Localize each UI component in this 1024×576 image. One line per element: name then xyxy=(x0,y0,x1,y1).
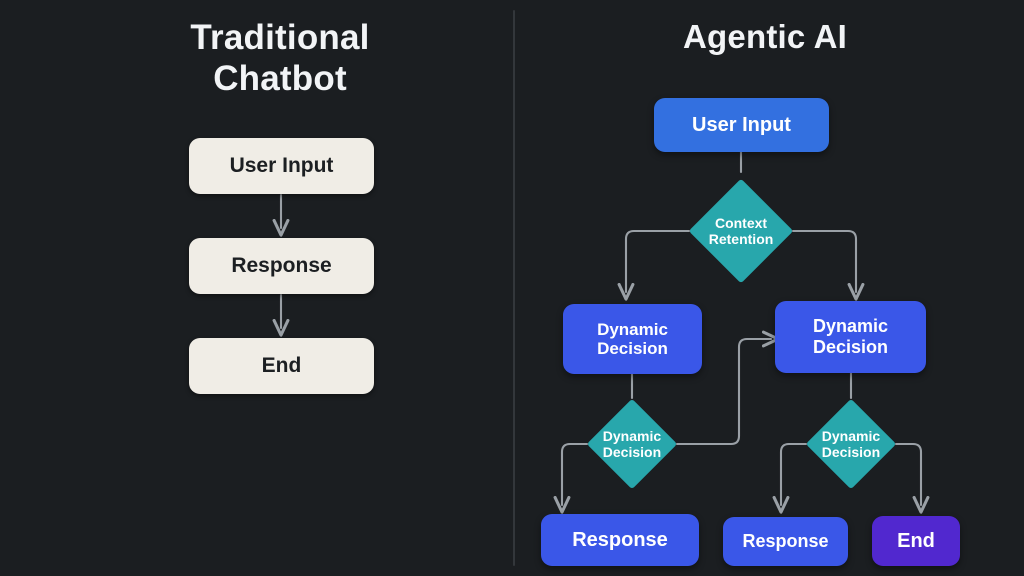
edge-r-dyndial-response1 xyxy=(562,442,589,505)
node-label-line1: Context xyxy=(714,214,768,231)
edge-r-context-dynboxr xyxy=(791,229,856,292)
edge-r-context-dynboxl xyxy=(626,229,691,292)
right-panel-title: Agentic AI xyxy=(683,18,847,55)
node-label: End xyxy=(261,354,302,378)
node-end-traditional[interactable]: End xyxy=(189,338,374,394)
node-label: Context Retention xyxy=(709,215,774,247)
node-label: Response xyxy=(742,531,829,552)
node-label-line2: Decision xyxy=(812,337,889,357)
node-response-agentic-2[interactable]: Response xyxy=(723,517,848,566)
node-label-line1: Dynamic xyxy=(812,316,889,337)
node-dynamic-decision-box-right[interactable]: Dynamic Decision xyxy=(775,301,926,373)
node-label: User Input xyxy=(692,113,791,136)
left-panel-title-line1: Traditional xyxy=(190,18,370,57)
node-label: Dynamic Decision xyxy=(822,428,880,460)
node-dynamic-decision-box-left[interactable]: Dynamic Decision xyxy=(563,304,702,374)
node-label-line1: Dynamic xyxy=(821,427,881,444)
node-context-retention[interactable]: Context Retention xyxy=(688,178,794,284)
edge-r-dyndiar-end xyxy=(894,442,921,505)
node-dynamic-decision-diamond-right[interactable]: Dynamic Decision xyxy=(805,398,897,490)
node-label-line1: Dynamic xyxy=(602,427,662,444)
node-label: Dynamic Decision xyxy=(603,428,661,460)
left-panel-title: Traditional Chatbot xyxy=(60,17,500,100)
edge-r-dyndiar-response2 xyxy=(781,442,808,505)
node-label-line2: Retention xyxy=(708,231,774,247)
node-label: Response xyxy=(572,528,668,551)
node-response-agentic-1[interactable]: Response xyxy=(541,514,699,566)
node-end-agentic[interactable]: End xyxy=(872,516,960,566)
node-label-line2: Decision xyxy=(821,443,881,460)
node-label-line2: Decision xyxy=(597,339,668,358)
left-panel-title-line2: Chatbot xyxy=(213,59,347,99)
node-label: User Input xyxy=(229,154,334,178)
node-label: End xyxy=(897,529,935,552)
node-label-line1: Dynamic xyxy=(597,319,668,339)
panel-divider xyxy=(513,10,515,566)
node-response-traditional[interactable]: Response xyxy=(189,238,374,294)
node-user-input-agentic[interactable]: User Input xyxy=(654,98,829,152)
node-user-input-traditional[interactable]: User Input xyxy=(189,138,374,194)
node-dynamic-decision-diamond-left[interactable]: Dynamic Decision xyxy=(586,398,678,490)
node-label: Response xyxy=(231,254,332,278)
node-label-line2: Decision xyxy=(602,443,662,460)
